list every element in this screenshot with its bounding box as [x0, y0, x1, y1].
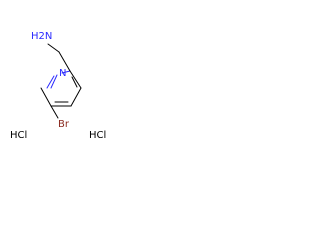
amine-label: H2N: [31, 31, 52, 42]
bond-c5-br: [50, 105, 59, 119]
bromine-label: Br: [58, 119, 70, 130]
bond-n1-c6: [50, 74, 58, 89]
double-bond-c2-c3: [71, 76, 78, 88]
ring-nitrogen-label: N: [59, 68, 66, 79]
bond-ch2-nh2: [47, 43, 60, 53]
bond-c5-c6: [40, 87, 52, 107]
structure-diagram: H2N N Br HCl HCl: [10, 31, 106, 141]
counterion-right: HCl: [89, 130, 106, 141]
bond-c2-ch2: [58, 51, 71, 72]
bond-n1-c2: [61, 70, 71, 74]
counterion-left: HCl: [10, 130, 27, 141]
bond-c2-c3: [69, 70, 82, 89]
bond-c3-c4: [70, 87, 82, 107]
double-bond-n1-c6: [46, 75, 55, 89]
